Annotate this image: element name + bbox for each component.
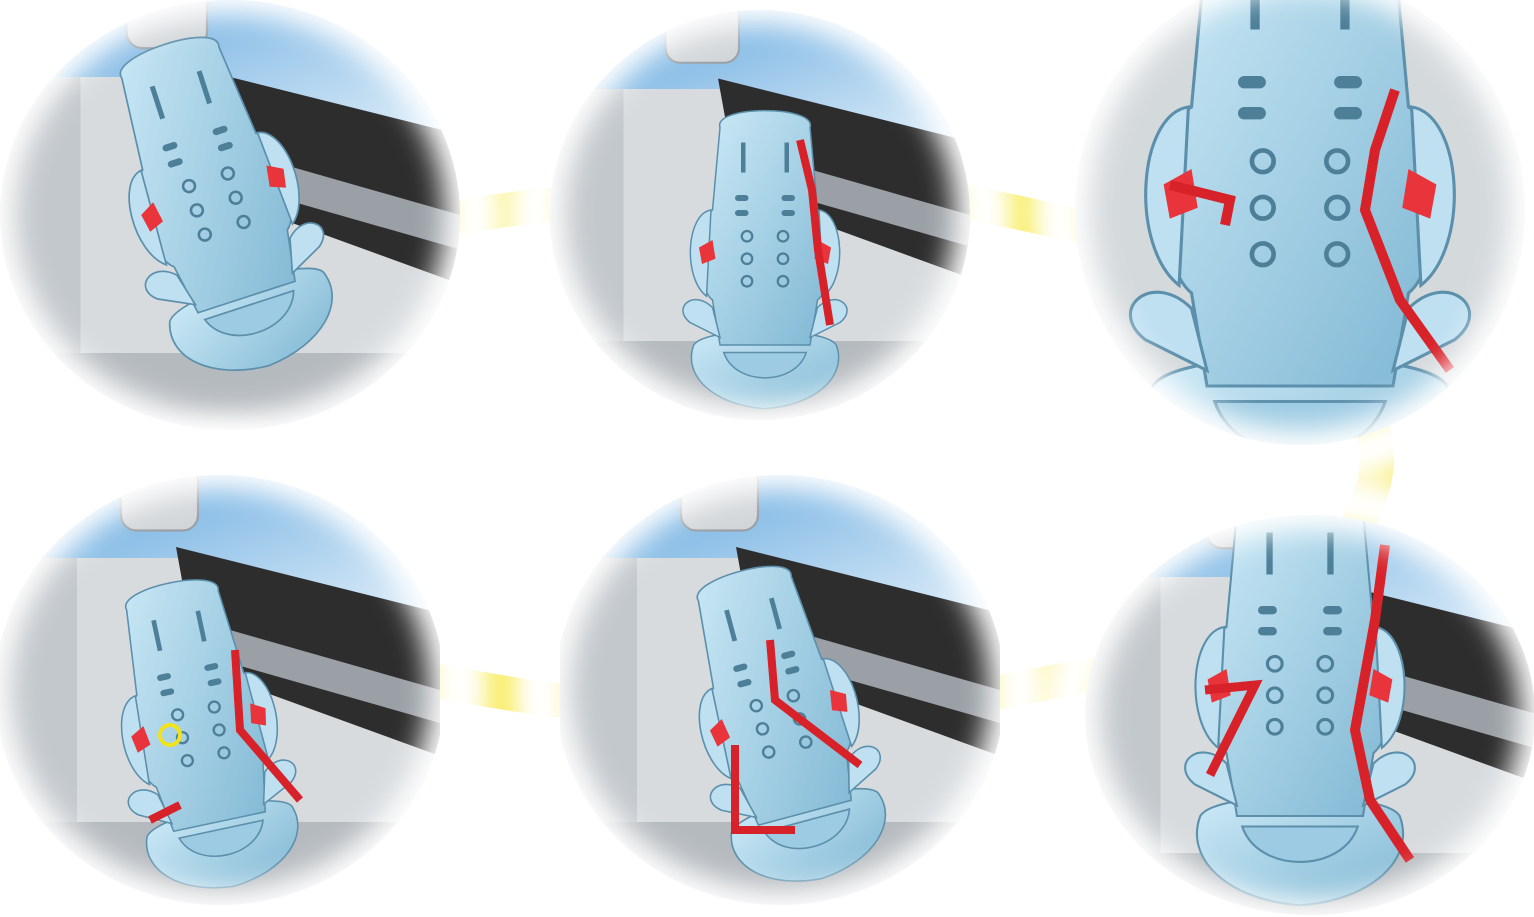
- step-4-panel: [0, 460, 460, 917]
- step-3-panel: [1060, 0, 1534, 518]
- step-2-panel: [535, 0, 985, 435]
- step-6-panel: [1070, 479, 1534, 917]
- step-1-panel: [0, 0, 475, 445]
- step-5-panel: [540, 460, 1020, 917]
